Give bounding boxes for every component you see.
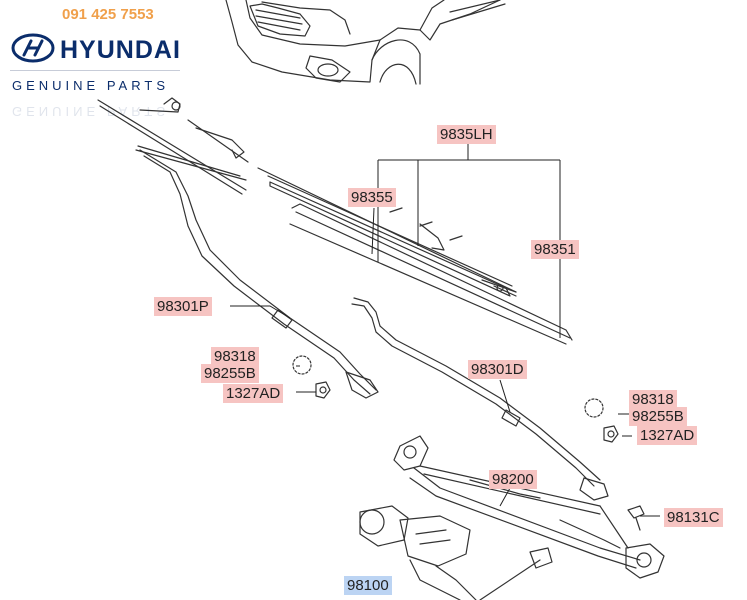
tagline: GENUINE PARTS	[12, 78, 169, 93]
wiper-motor-98100	[359, 505, 553, 600]
phone-number: 091 425 7553	[62, 6, 154, 23]
wiper-linkage-98200	[393, 435, 665, 579]
label-98255b-right[interactable]: 98255B	[629, 407, 687, 426]
washer-hose-rods	[97, 97, 249, 195]
label-98200[interactable]: 98200	[489, 470, 537, 489]
label-9835lh[interactable]: 9835LH	[437, 125, 496, 144]
label-98351[interactable]: 98351	[531, 240, 579, 259]
wiper-blade-lh	[257, 167, 573, 345]
nut-1327ad-left-icon	[315, 381, 331, 399]
bolt-98131c-icon	[627, 505, 645, 531]
nut-1327ad-right-icon	[603, 425, 619, 443]
label-98301p[interactable]: 98301P	[154, 297, 212, 316]
cap-98318-left-icon	[292, 355, 312, 375]
label-98318-right[interactable]: 98318	[629, 390, 677, 409]
brand-name: HYUNDAI	[60, 36, 181, 64]
car-front-illustration	[225, 0, 506, 85]
label-98301d[interactable]: 98301D	[468, 360, 527, 379]
wiper-arm-98301p	[139, 149, 379, 399]
wiper-arm-98301d	[351, 297, 609, 501]
label-98131c[interactable]: 98131C	[664, 508, 723, 527]
label-1327ad-right[interactable]: 1327AD	[637, 426, 698, 445]
cap-98318-right-icon	[584, 398, 604, 418]
label-98318-left[interactable]: 98318	[211, 347, 259, 366]
divider	[10, 70, 180, 71]
label-98355[interactable]: 98355	[348, 188, 396, 207]
label-98255b-left[interactable]: 98255B	[201, 364, 259, 383]
leader-lines	[230, 144, 660, 517]
hyundai-logo-icon	[11, 33, 55, 63]
label-98100[interactable]: 98100	[344, 576, 392, 595]
label-1327ad-left[interactable]: 1327AD	[223, 384, 284, 403]
